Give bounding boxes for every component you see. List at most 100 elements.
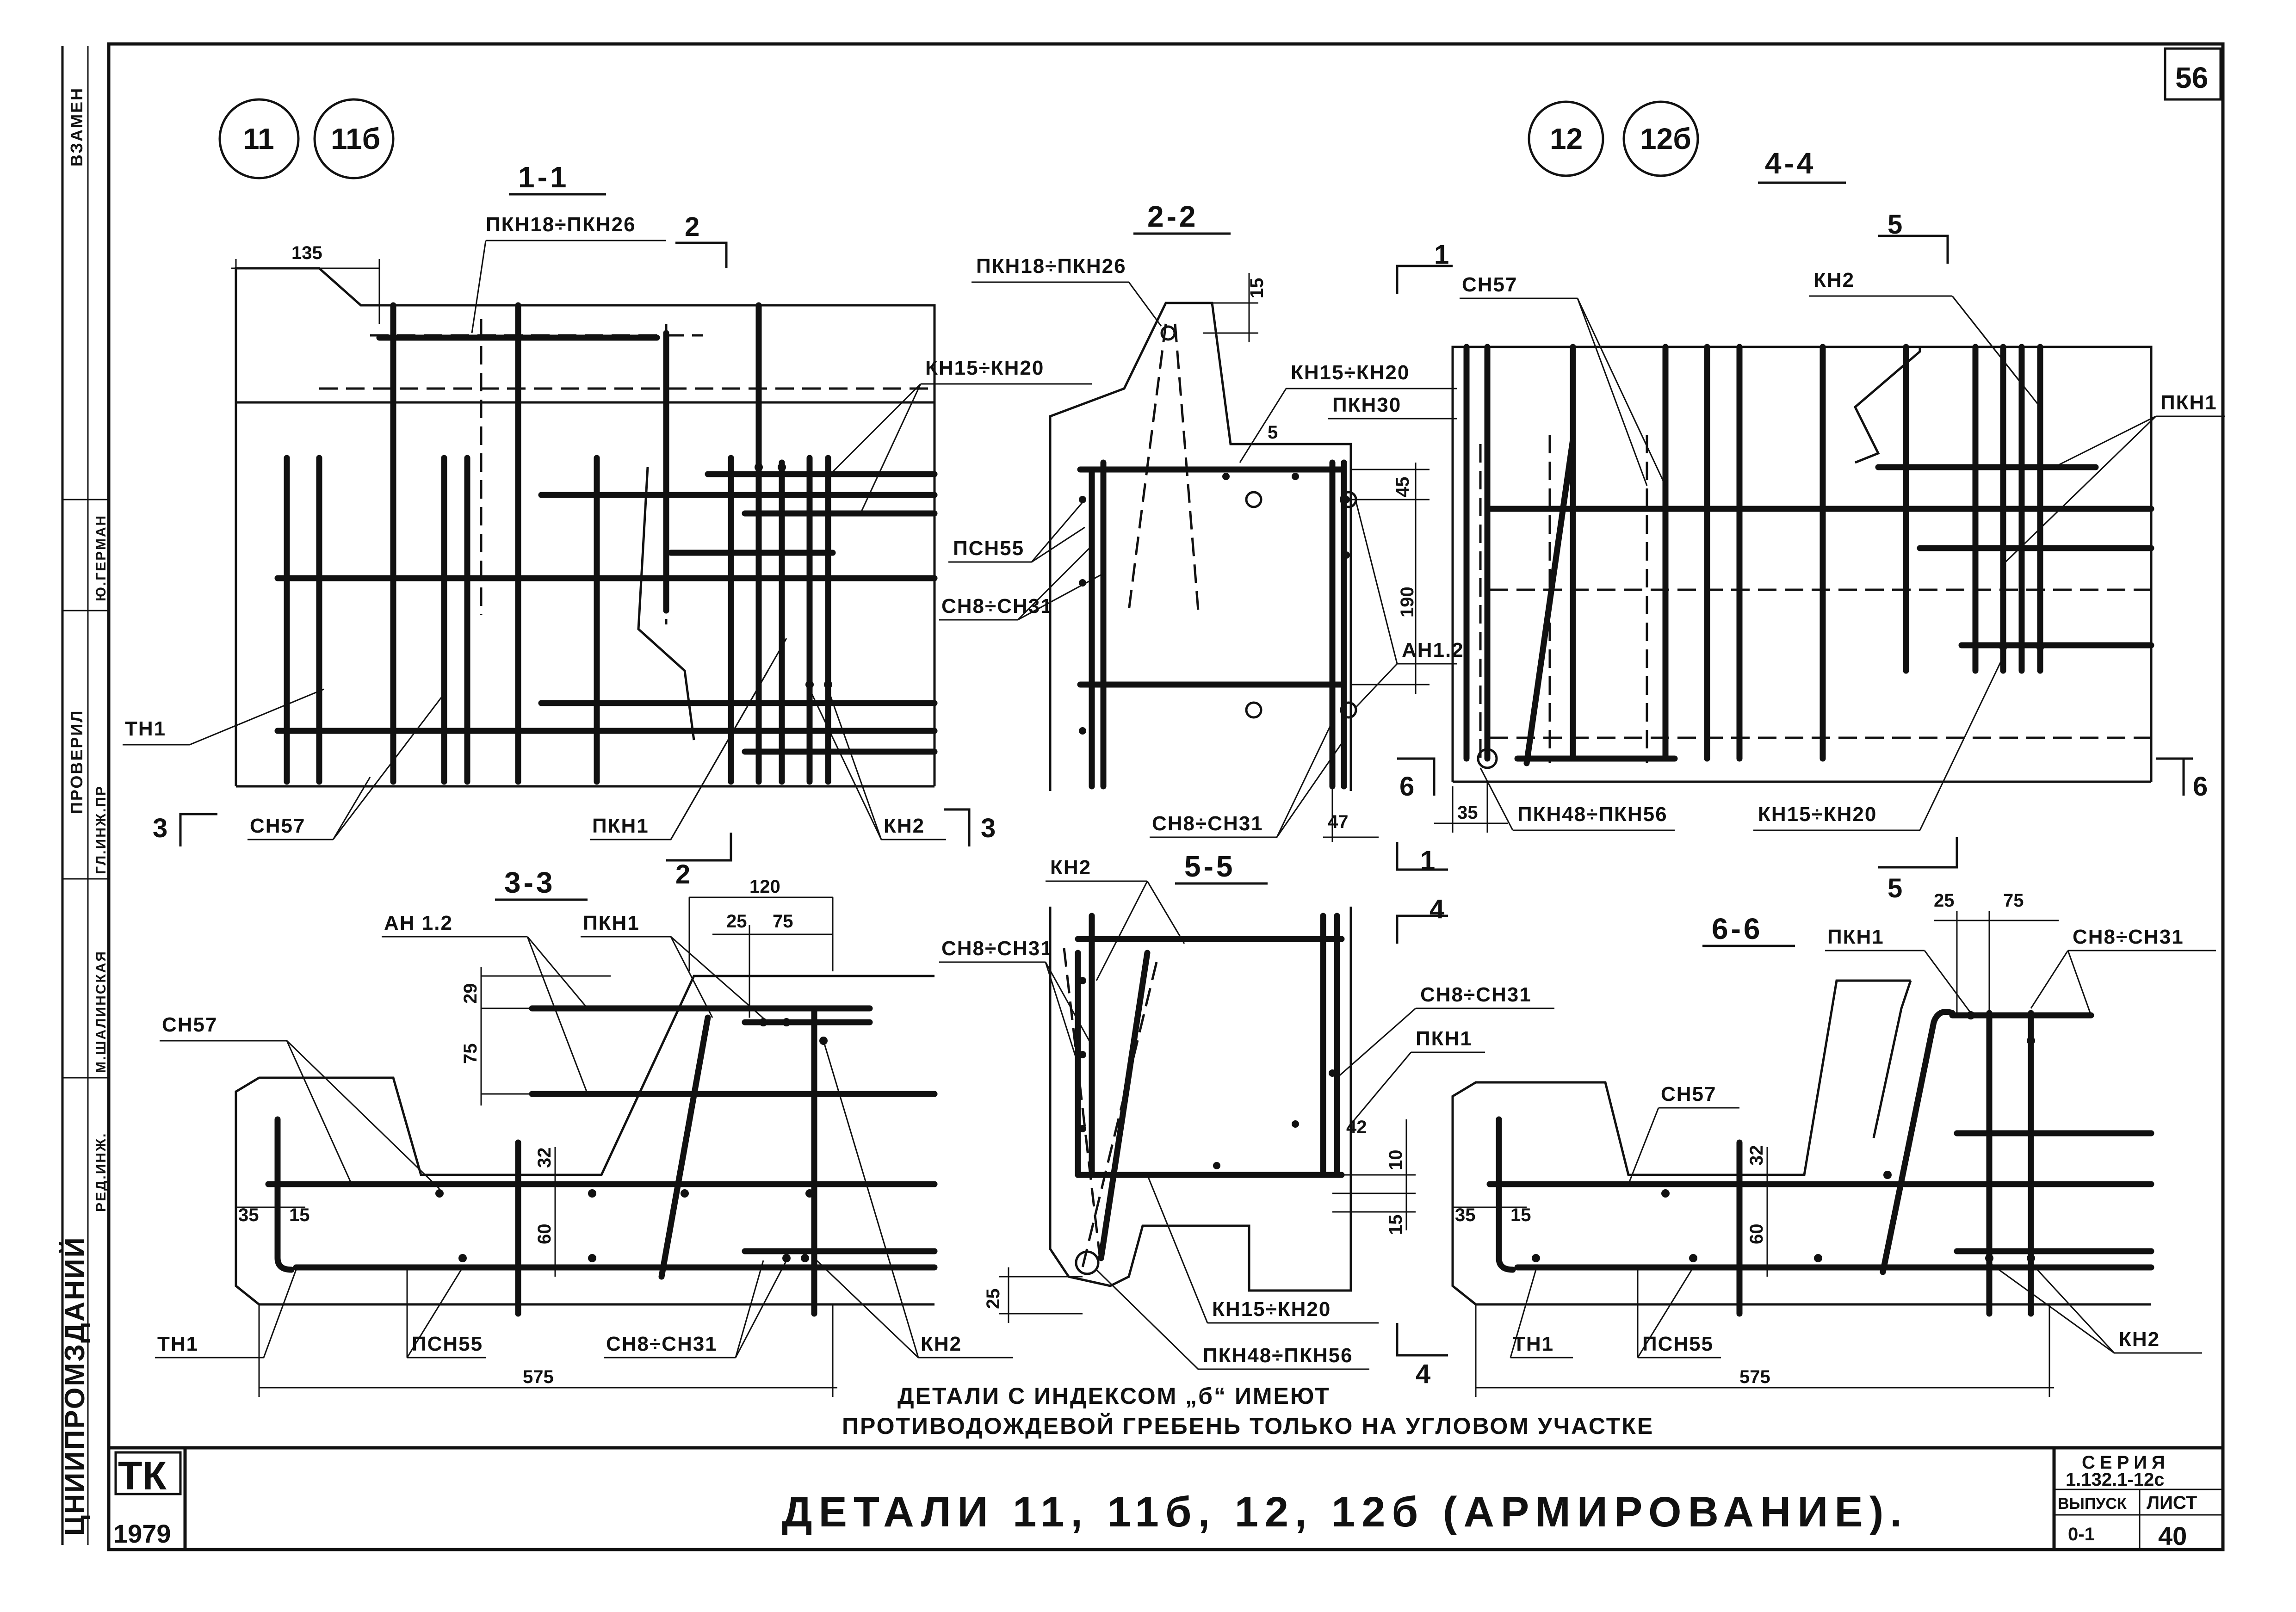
side-role-2: РЕД.ИНЖ.: [93, 1132, 109, 1212]
issue-value: 0-1: [2068, 1524, 2095, 1544]
mark-12: 12: [1550, 122, 1583, 155]
label-pkn48-56-s55: ПКН48÷ПКН56: [1203, 1344, 1353, 1367]
dim-75-s66: 75: [2003, 890, 2024, 911]
label-kn2-s33: КН2: [921, 1333, 962, 1355]
label-pkn18-26-s11: ПКН18÷ПКН26: [486, 213, 636, 236]
sheet-title: ДЕТАЛИ 11, 11б, 12, 12б (АРМИРОВАНИЕ).: [782, 1488, 1908, 1536]
label-sn57-s66: СН57: [1661, 1083, 1717, 1106]
section-6-6-title: 6-6: [1712, 912, 1763, 945]
dim-35-s44: 35: [1457, 803, 1478, 823]
section-4-4-title: 4-4: [1765, 147, 1816, 180]
label-pkn1-s66: ПКН1: [1827, 926, 1884, 948]
detail-marks-left: 11 11б: [218, 98, 395, 179]
side-replace-label: ВЗАМЕН: [67, 87, 86, 167]
label-kn15-20-s44: КН15÷КН20: [1758, 803, 1877, 826]
label-kn2-s55: КН2: [1050, 856, 1091, 879]
dim-32-s33: 32: [534, 1148, 555, 1168]
label-sn8-31-s22-bottom: СН8÷СН31: [1152, 812, 1263, 835]
dim-35-s33: 35: [238, 1205, 259, 1225]
section-5-5-title: 5-5: [1184, 850, 1236, 883]
year-label: 1979: [113, 1519, 171, 1548]
label-sn57-s11: СН57: [250, 815, 306, 837]
dim-15-s22: 15: [1247, 278, 1267, 299]
label-kn15-20-s11: КН15÷КН20: [925, 357, 1044, 379]
section-2-2: 2-2 15 5 45 190: [939, 200, 1463, 876]
cut-3-left: 3: [153, 813, 167, 843]
label-sn8-31-s55-left: СН8÷СН31: [941, 937, 1053, 960]
label-pkn1-s44: ПКН1: [2160, 391, 2217, 414]
label-an12-s33: АН 1.2: [384, 912, 453, 934]
cut-4-top: 4: [1430, 894, 1444, 924]
section-2-2-title: 2-2: [1147, 200, 1199, 233]
dim-25-s33: 25: [726, 911, 747, 932]
label-psn55-s22: ПСН55: [953, 537, 1024, 560]
label-tn1-s11: ТН1: [125, 717, 166, 740]
dim-575-s33: 575: [523, 1367, 554, 1387]
cut-5-top: 5: [1888, 210, 1902, 240]
mark-12b: 12б: [1640, 122, 1691, 155]
label-pkn1-s11: ПКН1: [592, 815, 649, 837]
dim-25-s55: 25: [983, 1289, 1003, 1309]
label-pkn1-s55: ПКН1: [1416, 1027, 1473, 1050]
series-label: СЕРИЯ: [2082, 1452, 2170, 1473]
side-org: ЦНИИПРОМЗДАНИЙ: [59, 1236, 90, 1536]
dim-32-s66: 32: [1746, 1145, 1767, 1166]
label-kn15-20-s55: КН15÷КН20: [1212, 1298, 1331, 1321]
cut-2-mid: 2: [675, 859, 690, 889]
label-kn2-s11: КН2: [884, 815, 925, 837]
dim-29-s33: 29: [460, 983, 481, 1004]
section-3-3: 3-3 120 25 75: [155, 833, 1013, 1397]
dim-15-s33: 15: [289, 1205, 310, 1225]
label-sn57-s44: СН57: [1462, 273, 1518, 296]
dim-75-s33: 75: [773, 911, 793, 932]
dim-5-s22: 5: [1268, 422, 1278, 443]
section-4-4: 4-4 5 6: [1397, 147, 2225, 833]
cut-5-bottom: 5: [1888, 873, 1902, 903]
dim-42-s55: 42: [1346, 1117, 1367, 1137]
label-sn8-31-s33: СН8÷СН31: [606, 1333, 718, 1355]
note-line-2: ПРОТИВОДОЖДЕВОЙ ГРЕБЕНЬ ТОЛЬКО НА УГЛОВО…: [842, 1413, 1654, 1439]
dim-45-s22: 45: [1392, 477, 1413, 498]
list-label: ЛИСТ: [2147, 1493, 2197, 1513]
series-value: 1.132.1-12с: [2066, 1470, 2165, 1490]
page-number: 56: [2175, 61, 2208, 94]
dim-15-s66: 15: [1510, 1205, 1531, 1225]
label-kn2-s44: КН2: [1813, 269, 1855, 291]
stamp-tk: ТК: [118, 1454, 167, 1498]
label-sn8-31-s66: СН8÷СН31: [2073, 926, 2184, 948]
side-checked-label: ПРОВЕРИЛ: [67, 709, 86, 814]
cut-1-top: 1: [1434, 240, 1449, 270]
label-tn1-s66: ТН1: [1513, 1333, 1554, 1355]
section-1-1: 1-1: [123, 161, 1092, 846]
dim-190-s22: 190: [1397, 587, 1417, 618]
side-strip: ВЗАМЕН ПРОВЕРИЛ Ю.ГЕРМАН ГЛ.ИНЖ.ПР М.ШАЛ…: [59, 46, 109, 1545]
label-pkn30: ПКН30: [1332, 394, 1401, 416]
dim-75-s33-v: 75: [460, 1044, 481, 1064]
cut-6-right: 6: [2193, 772, 2208, 802]
label-sn57-s33: СН57: [162, 1013, 218, 1036]
sheet-frame: [107, 42, 2225, 1551]
detail-marks-right: 12 12б: [1528, 100, 1699, 177]
mark-11: 11: [243, 122, 274, 155]
section-5-5: 5-5 42 10 15 25 4 4 КН: [939, 850, 1554, 1389]
label-pkn48-56-s44: ПКН48÷ПКН56: [1517, 803, 1668, 826]
label-pkn1-s33: ПКН1: [583, 912, 640, 934]
dim-120-s33: 120: [749, 877, 780, 897]
label-pkn18-26-s22: ПКН18÷ПКН26: [976, 255, 1126, 278]
dim-10-s55: 10: [1386, 1150, 1406, 1171]
dim-25-s66: 25: [1934, 890, 1955, 911]
label-sn8-31-s55-right: СН8÷СН31: [1420, 983, 1532, 1006]
cut-6-left: 6: [1399, 772, 1414, 802]
section-6-6: 6-6 25 75 32 60 35 15: [1451, 837, 2216, 1397]
issue-label: ВЫПУСК: [2058, 1495, 2127, 1513]
dim-575-s66: 575: [1739, 1367, 1770, 1387]
dim-15-s55: 15: [1386, 1215, 1406, 1235]
dim-60-s33: 60: [534, 1224, 555, 1245]
dim-60-s66: 60: [1746, 1224, 1767, 1245]
side-name-2: М.ШАЛИНСКАЯ: [93, 950, 109, 1073]
cut-3-right: 3: [981, 813, 996, 843]
section-3-3-title: 3-3: [504, 866, 556, 899]
mark-11b: 11б: [331, 122, 380, 155]
side-name-1: Ю.ГЕРМАН: [93, 514, 109, 601]
